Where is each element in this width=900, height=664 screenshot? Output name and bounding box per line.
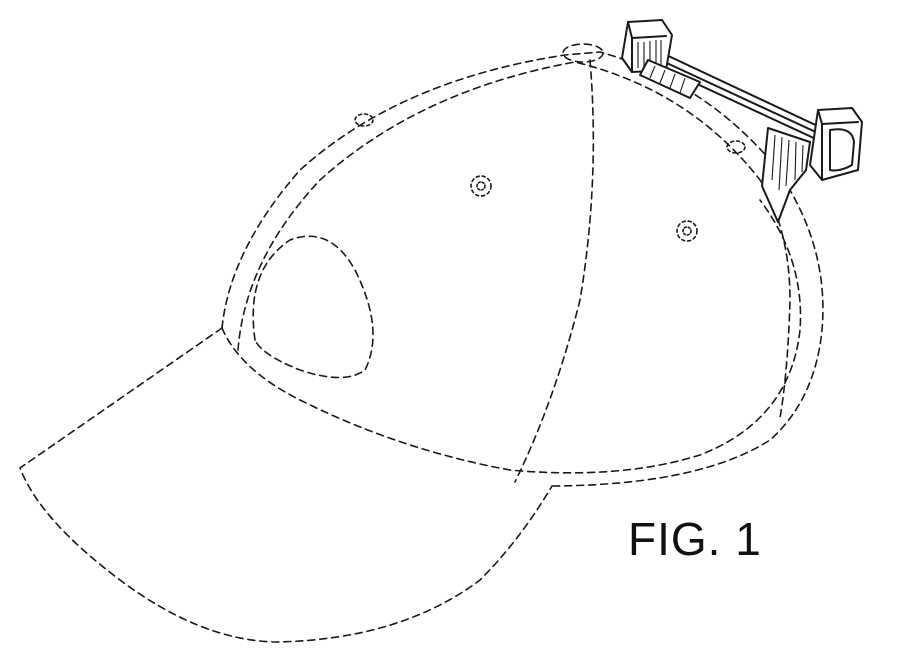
- figure-label: FIG. 1: [628, 513, 762, 565]
- accessory-fin: [761, 127, 811, 223]
- eyelet-left: [470, 175, 492, 197]
- cap-band: [221, 199, 802, 474]
- attached-accessory: [621, 19, 863, 223]
- cap-brim: [19, 327, 553, 643]
- eyelet-far-right: [726, 140, 746, 154]
- cap-side-panel-outline: [252, 235, 374, 379]
- cap-top-button: [562, 43, 604, 63]
- cap-crown-seam-outer: [237, 61, 791, 419]
- eyelet-far-left: [354, 113, 374, 127]
- cap-crown-outline: [221, 51, 824, 487]
- eyelet-right: [676, 220, 698, 242]
- cap-center-seam: [514, 59, 595, 483]
